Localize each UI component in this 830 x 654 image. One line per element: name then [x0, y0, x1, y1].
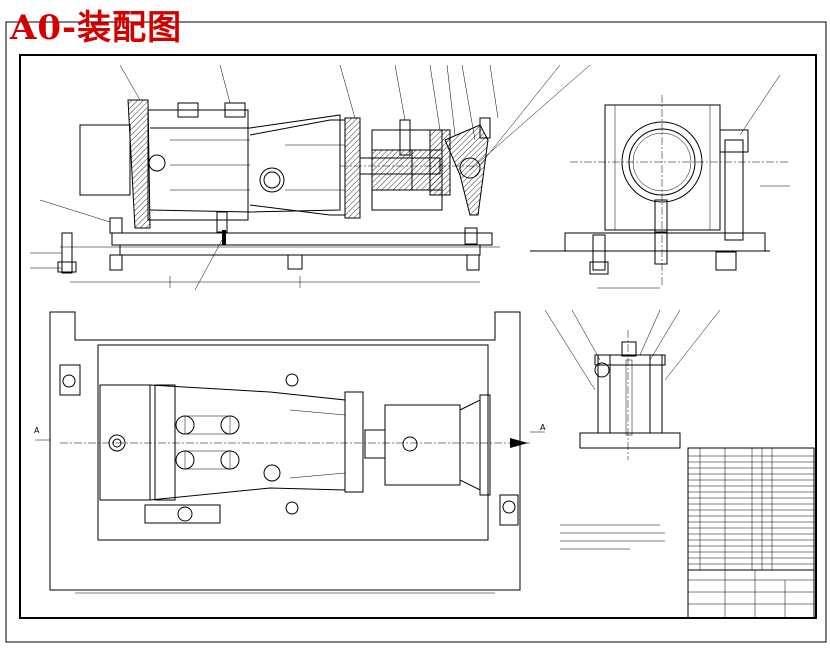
base-lower [119, 244, 481, 256]
parts-list [687, 447, 815, 619]
section-mark-left: A [34, 426, 40, 435]
end-plate [344, 117, 361, 219]
detail-view [544, 309, 721, 460]
title-block [687, 569, 815, 619]
side-housing [604, 104, 721, 231]
technical-notes [560, 524, 665, 550]
plan-outline [49, 311, 521, 591]
drawing-title: A0-装配图 [10, 8, 183, 48]
front-view [30, 64, 591, 291]
side-view [530, 74, 790, 289]
left-flange [127, 99, 151, 229]
plan-plate [97, 344, 489, 541]
outer-border [5, 21, 827, 643]
base-plate [111, 232, 493, 246]
plan-clamp-block [384, 404, 461, 486]
inner-border [19, 54, 817, 619]
top-view [35, 311, 545, 594]
section-mark-right: A [540, 423, 546, 432]
left-housing [79, 124, 131, 196]
